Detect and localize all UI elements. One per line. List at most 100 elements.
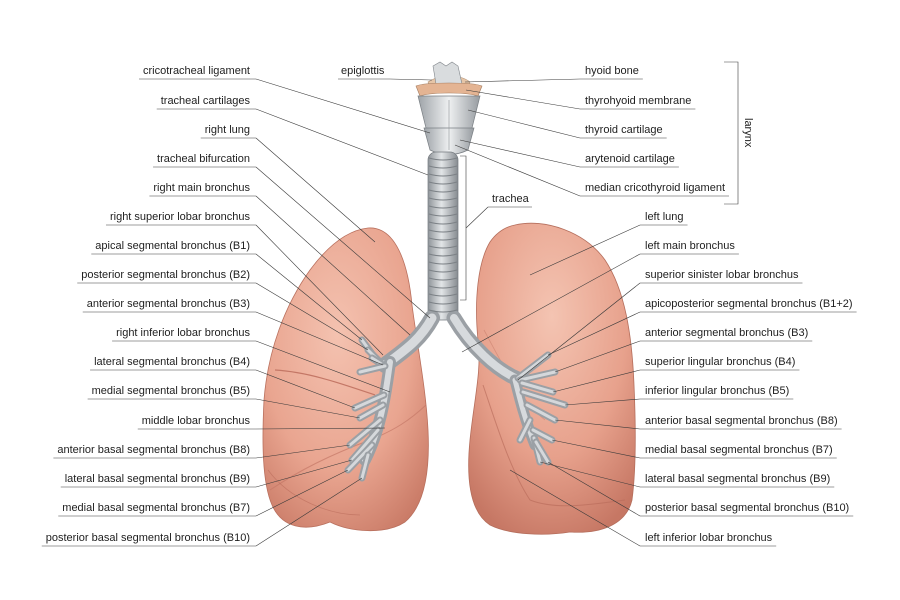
tracheal-ring [428, 277, 458, 281]
leader-line [547, 461, 641, 517]
left-label-text: anterior basal segmental bronchus (B8) [57, 444, 250, 456]
leader-line [529, 224, 641, 276]
leader-line [255, 166, 431, 319]
right-label: left main bronchus [461, 240, 739, 353]
left-label-text: lateral segmental bronchus (B4) [94, 356, 250, 368]
tracheal-rings [428, 157, 458, 313]
segmental-bronchi [344, 336, 569, 482]
tracheal-ring [428, 157, 458, 161]
segmental-bronchus-lumen [516, 353, 550, 380]
right-label: lateral basal segmental bronchus (B9) [539, 461, 835, 488]
left-label-text: anterior segmental bronchus (B3) [87, 298, 250, 310]
right-label-text: arytenoid cartilage [585, 153, 675, 165]
right-label: thyrohyoid membrane [465, 89, 696, 110]
right-label: left lung [529, 211, 688, 276]
tracheal-ring [428, 261, 458, 265]
left-label-text: right lung [205, 124, 250, 136]
larynx-structure [415, 61, 483, 155]
right-label-text: anterior basal segmental bronchus (B8) [645, 415, 838, 427]
right-label-text: inferior lingular bronchus (B5) [645, 385, 789, 397]
leader-line [255, 340, 391, 393]
right-label: arytenoid cartilage [459, 139, 679, 168]
left-label: anterior segmental bronchus (B3) [82, 298, 384, 366]
right-label: posterior basal segmental bronchus (B10) [547, 461, 854, 517]
right-label: thyroid cartilage [467, 109, 667, 139]
right-label-text: thyroid cartilage [585, 124, 663, 136]
left-label-text: middle lobar bronchus [142, 415, 251, 427]
tracheal-ring [428, 165, 458, 169]
segmental-bronchus-lumen [348, 418, 382, 447]
left-label: lateral basal segmental bronchus (B9) [60, 459, 353, 488]
leader-line [255, 311, 384, 366]
segmental-bronchus-lumen [353, 393, 386, 410]
left-label: cricotracheal ligament [139, 65, 431, 134]
segmental-bronchus-lumen [346, 443, 374, 472]
tracheal-ring [428, 197, 458, 201]
left-label: anterior basal segmental bronchus (B8) [53, 444, 351, 459]
right-label: medial basal segmental bronchus (B7) [551, 439, 837, 459]
leader-line [539, 461, 641, 488]
segmental-bronchus-lumen [534, 440, 550, 464]
tracheal-ring [428, 221, 458, 225]
right-label-text: left lung [645, 211, 684, 223]
segmental-bronchus-lumen [518, 370, 557, 382]
tracheal-ring [428, 213, 458, 217]
tracheal-ring [428, 245, 458, 249]
tracheal-ring [428, 301, 458, 305]
left-label-text: medial segmental bronchus (B5) [92, 385, 250, 397]
right-lung-shape [262, 227, 429, 532]
left-labels: cricotracheal ligament tracheal cartilage… [41, 65, 431, 547]
left-label-text: posterior basal segmental bronchus (B10) [46, 532, 250, 544]
right-label-text: left inferior lobar bronchus [645, 532, 773, 544]
leader-line [255, 78, 431, 134]
left-label-text: cricotracheal ligament [143, 65, 250, 77]
leader-line [554, 419, 641, 430]
leader-line [467, 109, 581, 139]
left-label: right main bronchus [149, 182, 411, 336]
tracheal-ring [428, 229, 458, 233]
leader-line [454, 144, 581, 197]
tracheal-ring [428, 309, 458, 313]
trachea-shape [427, 151, 459, 321]
tracheal-ring [428, 293, 458, 297]
segmental-bronchus-lumen [518, 418, 532, 442]
right-label: apicoposterior segmental bronchus (B1+2) [547, 298, 857, 356]
right-label: left inferior lobar bronchus [509, 469, 777, 547]
leader-line [255, 369, 356, 409]
left-label: apical segmental bronchus (B1) [91, 240, 363, 341]
left-label-text: right superior lobar bronchus [110, 211, 251, 223]
leader-line [255, 459, 353, 488]
right-label-text: left main bronchus [645, 240, 735, 252]
leader-line [255, 253, 363, 341]
segmental-bronchus-lumen [358, 403, 385, 420]
trachea-label: trachea [492, 193, 530, 205]
label-epiglottis: epiglottis [338, 65, 433, 81]
right-label-text: median cricothyroid ligament [585, 182, 725, 194]
left-label: tracheal cartilages [156, 95, 429, 176]
right-label: inferior lingular bronchus (B5) [564, 385, 794, 406]
epiglottis-label: epiglottis [341, 65, 385, 77]
leader-line [551, 439, 641, 459]
right-label: anterior basal segmental bronchus (B8) [554, 415, 842, 430]
leader-line [255, 282, 369, 351]
segmental-bronchus-lumen [520, 381, 555, 394]
leader-line [255, 477, 363, 547]
left-lung-shape [468, 222, 636, 535]
segmental-bronchus-lumen [521, 390, 567, 407]
leader-line [255, 195, 411, 336]
right-label-text: medial basal segmental bronchus (B7) [645, 444, 833, 456]
leader-line [255, 469, 349, 517]
leader-line [255, 398, 361, 419]
leader-line [255, 444, 351, 459]
leader-line [255, 108, 429, 176]
left-label-text: posterior segmental bronchus (B2) [81, 269, 250, 281]
left-label-text: tracheal cartilages [161, 95, 251, 107]
larynx-label: larynx [742, 118, 754, 148]
left-label-text: right main bronchus [153, 182, 250, 194]
segmental-bronchus-lumen [360, 453, 370, 480]
leader-line [552, 369, 641, 393]
leader-line [255, 137, 376, 243]
tracheal-ring [428, 205, 458, 209]
left-label: right superior lobar bronchus [105, 211, 384, 356]
